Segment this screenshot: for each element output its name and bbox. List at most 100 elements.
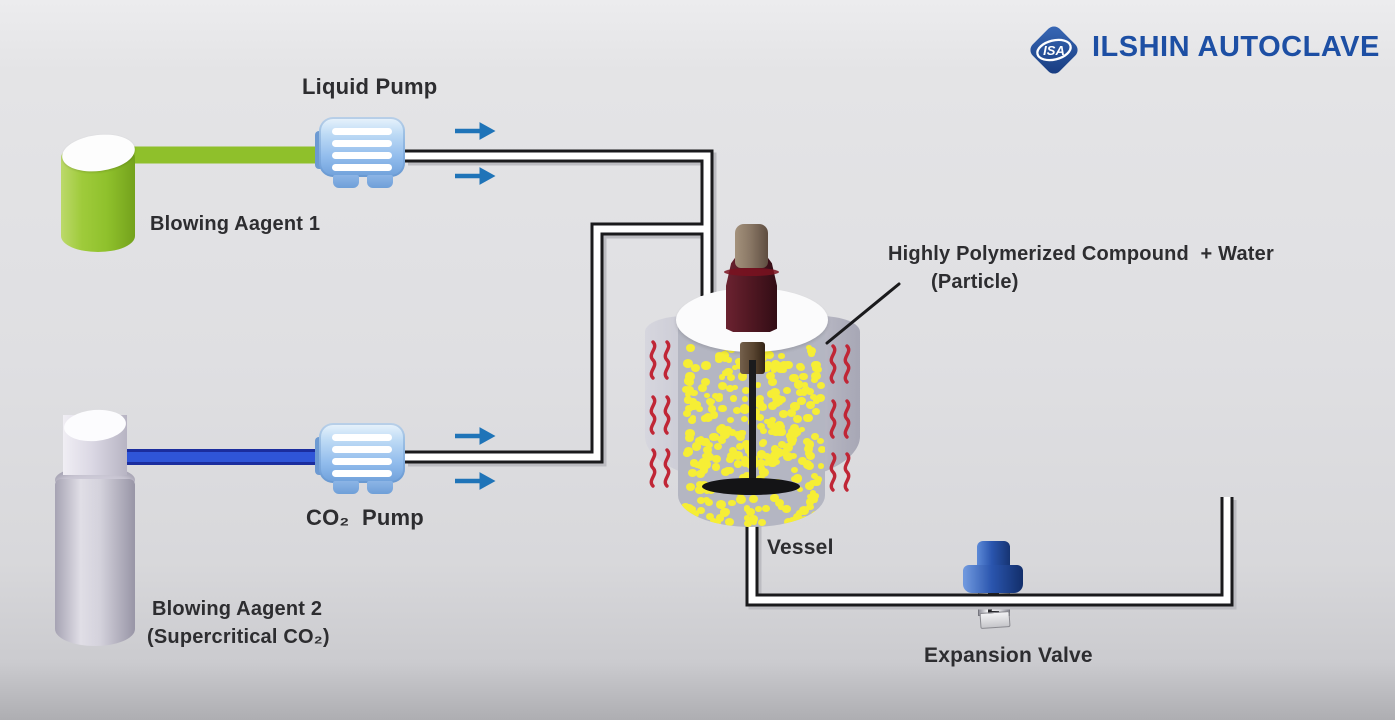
expansion-valve-body (963, 565, 1023, 593)
particle (787, 436, 795, 444)
particle (737, 372, 748, 382)
pump-fin (332, 458, 392, 465)
particle (789, 402, 797, 409)
particle (788, 516, 796, 523)
particle (768, 363, 776, 370)
particle (762, 452, 772, 461)
particle (764, 360, 773, 368)
particle (778, 352, 785, 359)
particle (777, 428, 787, 436)
vessel-assembly (640, 210, 870, 545)
annotation-line1: Highly Polymerized Compound + Water (888, 243, 1274, 265)
particle (741, 439, 751, 449)
annotation-line2: (Particle) (931, 271, 1019, 293)
particle (810, 371, 821, 381)
particle (704, 499, 713, 507)
particle (716, 500, 726, 510)
particle (708, 432, 719, 442)
stirrer-shaft (749, 360, 756, 488)
particle (686, 344, 696, 353)
pump-foot (333, 175, 359, 188)
particle (709, 518, 717, 525)
particle (804, 440, 815, 450)
particle (736, 494, 746, 504)
particle (693, 401, 701, 409)
supercritical-label: (Supercritical CO₂) (147, 626, 330, 648)
particle (684, 405, 693, 413)
particle (757, 519, 766, 527)
particle (792, 512, 802, 521)
vessel-label: Vessel (767, 536, 834, 559)
particle (783, 360, 793, 370)
particle (689, 397, 697, 405)
particle (711, 463, 721, 471)
particle (703, 446, 713, 455)
heat-wave-icon (649, 340, 851, 492)
particle (684, 434, 694, 443)
particle (733, 406, 742, 415)
particle (689, 414, 697, 421)
particle (808, 351, 815, 358)
particle (728, 499, 736, 507)
particle (812, 478, 821, 487)
particle (685, 372, 695, 381)
particle (706, 513, 715, 521)
particle (732, 451, 743, 461)
blowing-agent1-label: Blowing Aagent 1 (150, 213, 321, 235)
particle (721, 356, 729, 363)
particle (699, 438, 710, 447)
particle (770, 494, 779, 503)
particle (714, 356, 723, 364)
particle (810, 432, 819, 441)
pump-fin (332, 128, 392, 135)
particle (696, 405, 703, 412)
ilshin-logo-icon: ISA (1030, 26, 1078, 74)
particle (707, 405, 716, 413)
pump-fin (332, 434, 392, 441)
agitator-motor-band (724, 268, 779, 276)
particle (690, 389, 698, 397)
particle (736, 442, 745, 450)
particle (735, 357, 743, 365)
particle (728, 446, 737, 455)
particle (740, 405, 750, 414)
liquid-pump-label: Liquid Pump (302, 74, 438, 99)
particle (754, 381, 761, 388)
pump-foot (367, 481, 393, 494)
particle (805, 481, 814, 490)
particle (683, 410, 691, 418)
particle (746, 507, 756, 517)
particle (689, 510, 699, 519)
particle (700, 466, 709, 474)
particle (803, 460, 813, 469)
particle (760, 428, 767, 435)
particle (810, 472, 818, 479)
particle (727, 374, 736, 382)
particle (701, 361, 712, 370)
particle (791, 466, 799, 473)
particle (742, 387, 751, 395)
pump-fin (332, 140, 392, 147)
particle (706, 441, 713, 448)
particle (683, 447, 694, 456)
particle (810, 496, 819, 503)
particle (817, 463, 825, 469)
particle (685, 482, 695, 491)
blowing-agent2-label: Blowing Aagent 2 (152, 598, 323, 620)
particle (725, 357, 733, 364)
particle (793, 379, 804, 389)
particle (736, 361, 744, 369)
particle (694, 485, 705, 495)
particle (811, 510, 820, 519)
liquid-pump-icon (315, 113, 407, 191)
particle (762, 460, 770, 467)
particle (700, 377, 711, 387)
particle (716, 514, 725, 522)
particle (743, 519, 753, 527)
particle (715, 394, 724, 402)
co2-cylinder-body (55, 479, 135, 646)
particle (811, 363, 821, 372)
particle (704, 392, 711, 399)
particle (682, 358, 693, 368)
co2-pump-icon (315, 419, 407, 497)
